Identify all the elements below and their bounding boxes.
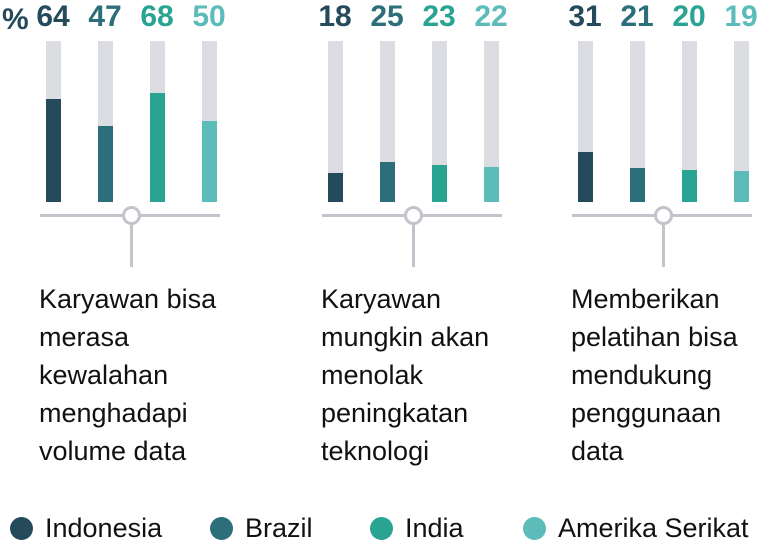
axis-stem [411, 225, 415, 267]
bar-value: 23 [422, 0, 456, 33]
bar-fill [97, 126, 113, 202]
bar-fill [577, 152, 593, 202]
legend-item-indonesia: Indonesia [10, 510, 162, 546]
bar-fill [629, 168, 645, 202]
legend-dot-amerika-serikat [523, 516, 546, 540]
legend-label: India [405, 513, 464, 543]
bar-value: 18 [318, 0, 352, 33]
bar-value: 68 [140, 0, 174, 33]
bar-track [45, 41, 61, 202]
bar-value: 25 [370, 0, 404, 33]
bar-fill [379, 162, 395, 202]
bar-value: 20 [672, 0, 706, 33]
group-caption: Karyawan mungkin akan menolak peningkata… [321, 284, 490, 466]
legend-label: Brazil [245, 513, 313, 543]
legend: Indonesia Brazil India Amerika Serikat [0, 510, 770, 550]
bar-column-brazil: 47 [88, 0, 122, 202]
bar-column-brazil: 25 [370, 0, 404, 202]
legend-item-brazil: Brazil [210, 510, 313, 546]
bar-fill [149, 93, 165, 202]
group-caption: Memberikan pelatihan bisa mendukung peng… [571, 284, 738, 466]
bar-fill [483, 167, 499, 202]
legend-dot-brazil [210, 516, 233, 540]
percent-axis-label: % [2, 3, 29, 36]
bar-fill [431, 165, 447, 202]
bar-column-indonesia: 18 [318, 0, 352, 202]
axis-marker-circle [653, 206, 673, 225]
bar-track [431, 41, 447, 202]
bar-value: 22 [474, 0, 508, 33]
bar-value: 50 [192, 0, 226, 33]
bar-column-brazil: 21 [620, 0, 654, 202]
legend-dot-indonesia [10, 516, 33, 540]
bar-column-india: 68 [140, 0, 174, 202]
chart-group-pelatihan: 31 21 20 19 Memberikan pelatihan bisa me… [568, 0, 758, 553]
bar-fill [681, 170, 697, 202]
bar-column-amerika-serikat: 50 [192, 0, 226, 202]
bar-track [577, 41, 593, 202]
bar-fill [45, 99, 61, 202]
bar-column-indonesia: 64 [36, 0, 70, 202]
legend-item-amerika-serikat: Amerika Serikat [523, 510, 749, 546]
chart-group-volume-data: 64 47 68 50 Karyawan bisa merasa kewalah… [36, 0, 226, 553]
axis-stem [661, 225, 665, 267]
bar-track [733, 41, 749, 202]
bar-column-indonesia: 31 [568, 0, 602, 202]
bar-track [483, 41, 499, 202]
bar-track [629, 41, 645, 202]
bar-column-amerika-serikat: 19 [724, 0, 758, 202]
chart-group-menolak-teknologi: 18 25 23 22 Karyawan mungkin akan menola… [318, 0, 508, 553]
bar-track [201, 41, 217, 202]
bar-values-row: 64 47 68 50 [36, 0, 226, 202]
bar-value: 47 [88, 0, 122, 33]
legend-label: Indonesia [45, 513, 163, 543]
bar-values-row: 18 25 23 22 [318, 0, 508, 202]
bar-value: 64 [36, 0, 70, 33]
axis-marker-circle [121, 206, 141, 225]
bar-value: 31 [568, 0, 602, 33]
axis-marker-circle [403, 206, 423, 225]
bar-fill [201, 121, 217, 202]
bar-track [379, 41, 395, 202]
bar-column-amerika-serikat: 22 [474, 0, 508, 202]
bar-column-india: 23 [422, 0, 456, 202]
bar-track [327, 41, 343, 202]
legend-dot-india [370, 516, 393, 540]
legend-label: Amerika Serikat [558, 513, 749, 543]
legend-item-india: India [370, 510, 464, 546]
bar-track [97, 41, 113, 202]
bar-value: 19 [724, 0, 758, 33]
bar-value: 21 [620, 0, 654, 33]
group-caption: Karyawan bisa merasa kewalahan menghadap… [39, 284, 217, 466]
bar-fill [327, 173, 343, 202]
bar-column-india: 20 [672, 0, 706, 202]
bar-track [681, 41, 697, 202]
bar-track [149, 41, 165, 202]
axis-stem [129, 225, 133, 267]
bar-values-row: 31 21 20 19 [568, 0, 758, 202]
bar-fill [733, 171, 749, 202]
